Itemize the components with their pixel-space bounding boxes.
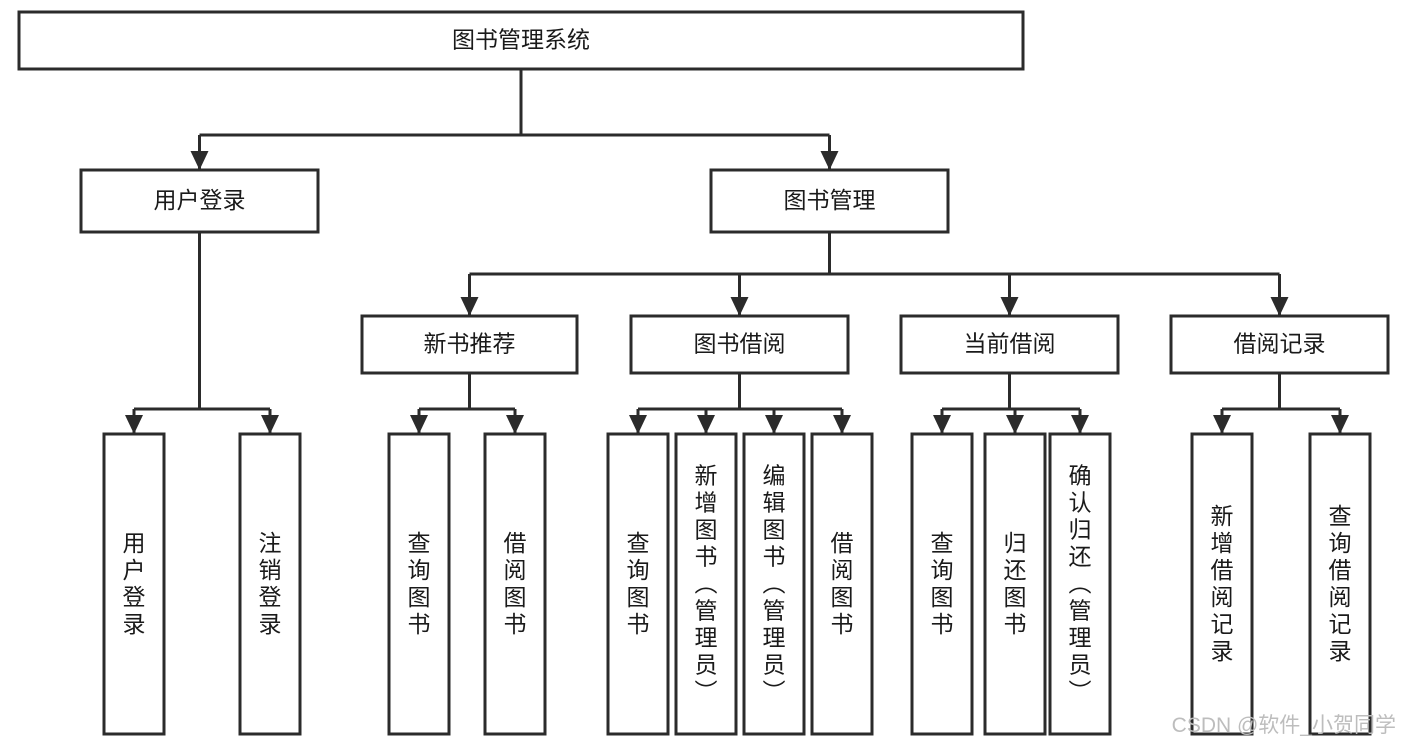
node-new-book-recommend[interactable]: 新书推荐 xyxy=(360,314,579,375)
node-box[interactable] xyxy=(360,314,579,375)
node-leaf-borrow-book-2[interactable]: 借阅图书 xyxy=(810,432,874,736)
node-label: 归还图书 xyxy=(1004,530,1027,637)
arrow-head-icon xyxy=(1000,297,1019,316)
arrow-head-icon xyxy=(125,415,143,434)
node-box[interactable] xyxy=(102,432,166,736)
arrow-head-icon xyxy=(190,151,209,170)
node-box[interactable] xyxy=(674,432,738,736)
arrow-head-icon xyxy=(460,297,479,316)
node-box[interactable] xyxy=(1048,432,1112,736)
node-label: 新书推荐 xyxy=(424,331,516,357)
arrow-head-icon xyxy=(833,415,851,434)
node-book-management[interactable]: 图书管理 xyxy=(709,168,950,234)
node-root[interactable]: 图书管理系统 xyxy=(17,10,1025,71)
arrow-head-icon xyxy=(629,415,647,434)
arrow-head-icon xyxy=(1270,297,1289,316)
node-current-borrow[interactable]: 当前借阅 xyxy=(899,314,1120,375)
nodes-layer: 图书管理系统用户登录图书管理新书推荐图书借阅当前借阅借阅记录用户登录注销登录查询… xyxy=(17,10,1390,736)
node-box[interactable] xyxy=(899,314,1120,375)
node-leaf-query-book-3[interactable]: 查询图书 xyxy=(910,432,974,736)
node-box[interactable] xyxy=(742,432,806,736)
arrow-head-icon xyxy=(820,151,839,170)
node-leaf-add-book[interactable]: 新增图书︵管理员︶ xyxy=(674,432,738,736)
node-label: 注销登录 xyxy=(259,530,282,637)
node-box[interactable] xyxy=(17,10,1025,71)
node-box[interactable] xyxy=(1169,314,1390,375)
node-leaf-logout-login[interactable]: 注销登录 xyxy=(238,432,302,736)
node-label: 借阅图书 xyxy=(504,530,527,637)
connectors-layer xyxy=(125,69,1349,434)
node-borrow-records[interactable]: 借阅记录 xyxy=(1169,314,1390,375)
node-label: 图书管理 xyxy=(784,187,876,213)
node-box[interactable] xyxy=(606,432,670,736)
node-label: 确认归还︵管理员︶ xyxy=(1069,463,1092,705)
node-box[interactable] xyxy=(910,432,974,736)
node-leaf-add-record[interactable]: 新增借阅记录 xyxy=(1190,432,1254,736)
node-label: 新增借阅记录 xyxy=(1211,503,1234,664)
arrow-head-icon xyxy=(765,415,783,434)
node-box[interactable] xyxy=(1190,432,1254,736)
arrow-head-icon xyxy=(730,297,749,316)
watermark-label: CSDN @软件_小贺同学 xyxy=(1172,714,1396,737)
node-box[interactable] xyxy=(709,168,950,234)
arrow-head-icon xyxy=(1331,415,1349,434)
node-box[interactable] xyxy=(79,168,320,234)
arrow-head-icon xyxy=(1006,415,1024,434)
node-label: 当前借阅 xyxy=(964,331,1056,357)
node-label: 查询借阅记录 xyxy=(1329,503,1352,664)
node-label: 图书管理系统 xyxy=(452,27,590,53)
node-leaf-query-record[interactable]: 查询借阅记录 xyxy=(1308,432,1372,736)
node-box[interactable] xyxy=(238,432,302,736)
arrow-head-icon xyxy=(697,415,715,434)
node-user-login[interactable]: 用户登录 xyxy=(79,168,320,234)
node-label: 查询图书 xyxy=(627,530,650,637)
node-leaf-query-book-1[interactable]: 查询图书 xyxy=(387,432,451,736)
node-box[interactable] xyxy=(983,432,1047,736)
node-box[interactable] xyxy=(483,432,547,736)
node-label: 用户登录 xyxy=(154,187,246,213)
node-leaf-return-book[interactable]: 归还图书 xyxy=(983,432,1047,736)
node-label: 用户登录 xyxy=(123,530,146,637)
node-leaf-edit-book[interactable]: 编辑图书︵管理员︶ xyxy=(742,432,806,736)
arrow-head-icon xyxy=(933,415,951,434)
node-label: 图书借阅 xyxy=(694,331,786,357)
arrow-head-icon xyxy=(410,415,428,434)
arrow-head-icon xyxy=(1071,415,1089,434)
node-label: 编辑图书︵管理员︶ xyxy=(763,463,786,705)
node-label: 查询图书 xyxy=(931,530,954,637)
node-leaf-query-book-2[interactable]: 查询图书 xyxy=(606,432,670,736)
node-label: 查询图书 xyxy=(408,530,431,637)
arrow-head-icon xyxy=(261,415,279,434)
node-label: 借阅记录 xyxy=(1234,331,1326,357)
arrow-head-icon xyxy=(1213,415,1231,434)
node-box[interactable] xyxy=(810,432,874,736)
node-leaf-user-login[interactable]: 用户登录 xyxy=(102,432,166,736)
arrow-head-icon xyxy=(506,415,524,434)
node-leaf-confirm-return[interactable]: 确认归还︵管理员︶ xyxy=(1048,432,1112,736)
node-label: 新增图书︵管理员︶ xyxy=(695,463,718,705)
node-box[interactable] xyxy=(387,432,451,736)
node-box[interactable] xyxy=(1308,432,1372,736)
node-box[interactable] xyxy=(629,314,850,375)
node-leaf-borrow-book-1[interactable]: 借阅图书 xyxy=(483,432,547,736)
node-book-borrow[interactable]: 图书借阅 xyxy=(629,314,850,375)
node-label: 借阅图书 xyxy=(831,530,854,637)
